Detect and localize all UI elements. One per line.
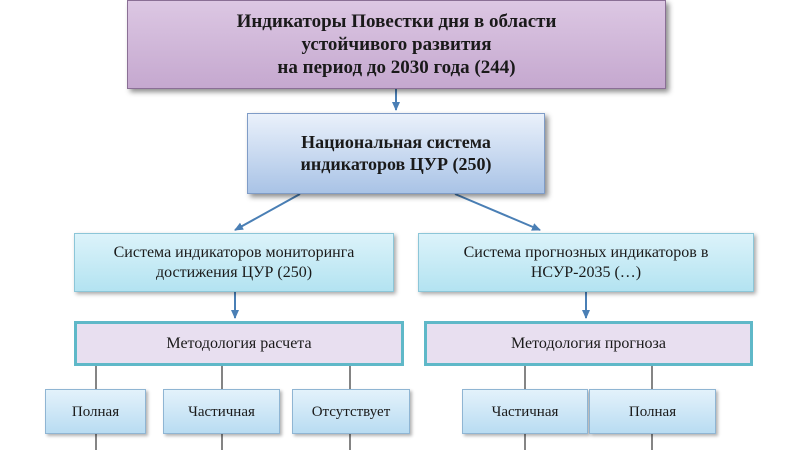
leaf-calc-partial: Частичная — [163, 389, 280, 434]
monitoring-system-box: Система индикаторов мониторинга достижен… — [74, 233, 394, 292]
forecast-line-1: Система прогнозных индикаторов в — [463, 244, 709, 262]
calculation-methodology-box: Методология расчета — [74, 321, 404, 366]
leaf-forecast-partial: Частичная — [462, 389, 588, 434]
leaf-forecast-full: Полная — [589, 389, 716, 434]
forecast-line-2: НСУР-2035 (…) — [530, 263, 642, 281]
arrow-national-to-forecast — [454, 193, 541, 231]
national-line-1: Национальная система — [301, 131, 491, 152]
leaf-calc-full: Полная — [45, 389, 146, 434]
sdg-agenda-indicators-box: Индикаторы Повестки дня в области устойч… — [127, 0, 666, 89]
monitoring-line-2: достижения ЦУР (250) — [155, 263, 313, 281]
national-line-2: индикаторов ЦУР (250) — [300, 153, 492, 174]
top-line-1: Индикаторы Повестки дня в области — [236, 11, 557, 33]
arrow-national-to-monitoring — [234, 193, 301, 231]
national-indicator-system-box: Национальная система индикаторов ЦУР (25… — [247, 113, 545, 194]
forecast-system-box: Система прогнозных индикаторов в НСУР-20… — [418, 233, 754, 292]
forecast-methodology-box: Методология прогноза — [424, 321, 753, 366]
leaf-connectors — [95, 366, 653, 450]
top-line-2: устойчивого развития — [301, 34, 492, 56]
top-line-3: на период до 2030 года (244) — [277, 56, 516, 78]
leaf-calc-absent: Отсутствует — [292, 389, 410, 434]
monitoring-line-1: Система индикаторов мониторинга — [113, 244, 355, 262]
